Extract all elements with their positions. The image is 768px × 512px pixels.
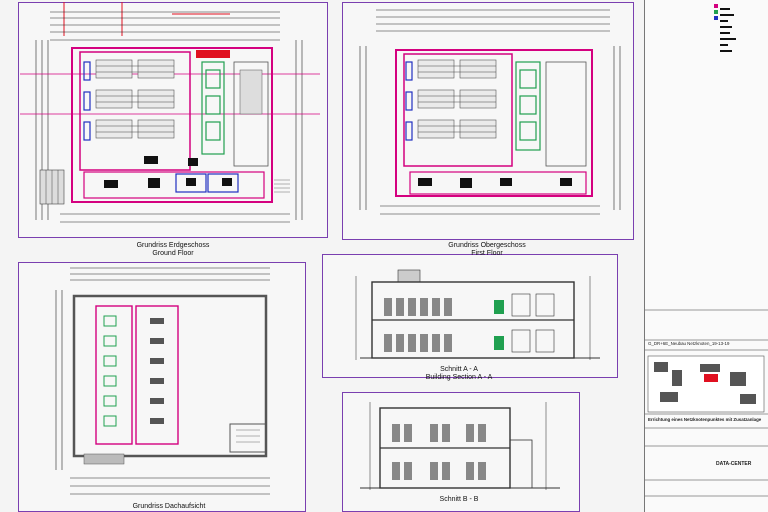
section-a-caption: Schnitt A - A Building Section A - A — [384, 366, 534, 382]
roof-caption: Grundriss Dachaufsicht — [84, 503, 254, 511]
roof-title-de: Grundriss Dachaufsicht — [132, 503, 206, 510]
roof-plan — [55, 267, 270, 495]
ground-floor-plan — [20, 2, 320, 223]
section-a-drawing — [355, 269, 600, 360]
section-a-title-en: Building Section A - A — [425, 374, 493, 381]
ground-floor-title-de: Grundriss Erdgeschoss — [136, 242, 210, 249]
section-a-title-de: Schnitt A - A — [440, 366, 478, 373]
company-logo: DATA-CENTER — [716, 461, 752, 467]
first-floor-title-en: First Floor — [471, 250, 503, 257]
drawing-id: G_DR+6E_Neubau Netzknoten_19-13-19 — [648, 341, 730, 346]
first-floor-caption: Grundriss Obergeschoss First Floor — [402, 242, 572, 258]
project-title: Errichtung eines Netzknotenpunktes mit Z… — [648, 417, 762, 422]
first-floor-plan — [359, 9, 621, 215]
ground-floor-caption: Grundriss Erdgeschoss Ground Floor — [88, 242, 258, 258]
title-block-graphics — [644, 4, 768, 497]
title-block — [644, 0, 768, 512]
section-b-drawing — [360, 402, 560, 490]
section-b-title-de: Schnitt B - B — [439, 496, 479, 503]
section-b-caption: Schnitt B - B — [384, 496, 534, 504]
ground-floor-title-en: Ground Floor — [152, 250, 194, 257]
first-floor-title-de: Grundriss Obergeschoss — [448, 242, 526, 249]
section-b-panel — [342, 392, 580, 512]
